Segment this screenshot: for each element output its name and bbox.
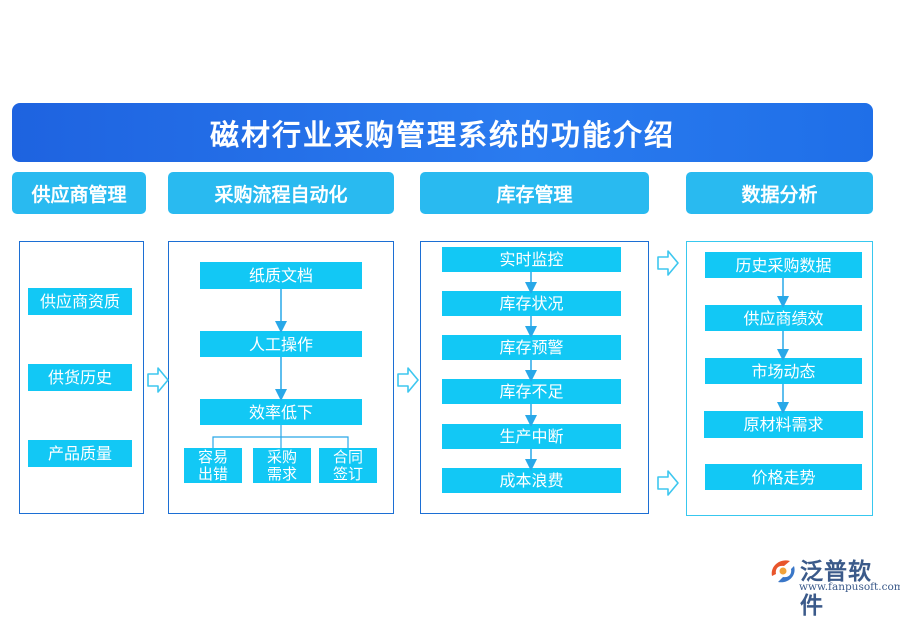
- box-contract-signing: 合同 签订: [319, 448, 377, 483]
- box-manual-operation: 人工操作: [200, 331, 362, 357]
- connector-arrow-3: [657, 250, 679, 276]
- box-supplier-qualification: 供应商资质: [28, 288, 132, 315]
- box-purchase-demand: 采购 需求: [253, 448, 311, 483]
- brand-logo: 泛普软件 www.fanpusoft.com: [766, 552, 900, 619]
- box-market-dynamics: 市场动态: [705, 358, 862, 384]
- box-supplier-performance: 供应商绩效: [705, 305, 862, 331]
- box-paper-documents: 纸质文档: [200, 262, 362, 289]
- box-price-trend: 价格走势: [705, 464, 862, 490]
- box-historical-purchase-data: 历史采购数据: [705, 252, 862, 278]
- header-procurement-automation: 采购流程自动化: [168, 172, 394, 214]
- connector-arrow-2: [397, 367, 419, 393]
- box-low-efficiency: 效率低下: [200, 399, 362, 425]
- connector-arrow-1: [147, 367, 169, 393]
- header-inventory-management: 库存管理: [420, 172, 649, 214]
- box-inventory-warning: 库存预警: [442, 335, 621, 360]
- header-supplier-management: 供应商管理: [12, 172, 146, 214]
- box-inventory-shortage: 库存不足: [442, 379, 621, 404]
- logo-url: www.fanpusoft.com: [799, 581, 900, 593]
- fanpu-logo-icon: [771, 560, 795, 583]
- flow-arrows: [147, 250, 789, 496]
- box-raw-material-demand: 原材料需求: [704, 411, 863, 438]
- box-production-interruption: 生产中断: [442, 424, 621, 449]
- box-cost-waste: 成本浪费: [442, 468, 621, 493]
- box-inventory-status: 库存状况: [442, 291, 621, 316]
- box-supply-history: 供货历史: [28, 364, 132, 391]
- connector-arrow-4: [657, 470, 679, 496]
- title-banner: 磁材行业采购管理系统的功能介绍: [12, 103, 873, 162]
- arrow-proc-branch: [212, 425, 349, 448]
- box-realtime-monitoring: 实时监控: [442, 247, 621, 272]
- header-data-analysis: 数据分析: [686, 172, 873, 214]
- page-title: 磁材行业采购管理系统的功能介绍: [209, 117, 675, 152]
- box-error-prone: 容易 出错: [184, 448, 242, 483]
- box-product-quality: 产品质量: [28, 440, 132, 467]
